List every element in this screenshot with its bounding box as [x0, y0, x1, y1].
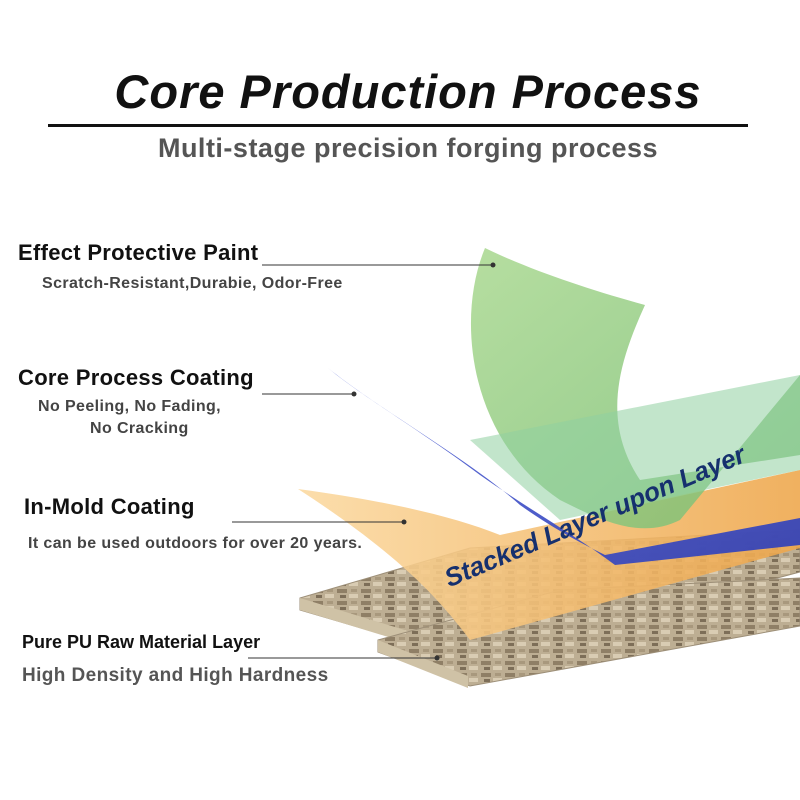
layer-desc-in-mold: It can be used outdoors for over 20 year…: [28, 535, 363, 552]
layer-desc-pu: High Density and High Hardness: [22, 665, 329, 686]
leader-dot-inmold: [401, 519, 407, 525]
core-coating-layer-shape: [328, 368, 800, 565]
layer-desc-core-coating-line2: No Cracking: [90, 420, 189, 437]
layer-title-pu: Pure PU Raw Material Layer: [22, 632, 261, 652]
layer-title-protective-paint: Effect Protective Paint: [18, 240, 259, 265]
leader-dot-core: [351, 391, 357, 397]
page-title: Core Production Process: [114, 65, 702, 118]
layer-desc-protective-paint: Scratch-Resistant,Durabie, Odor-Free: [42, 275, 343, 292]
layer-title-core-coating: Core Process Coating: [18, 365, 254, 390]
title-underline: [48, 124, 748, 127]
layer-desc-core-coating-line1: No Peeling, No Fading,: [38, 398, 222, 415]
layer-title-in-mold: In-Mold Coating: [24, 494, 195, 519]
leader-dot-pu: [434, 655, 440, 661]
pu-layer-edge-lower: [378, 640, 468, 688]
protective-paint-top-sheet: [470, 375, 800, 520]
page-subtitle: Multi-stage precision forging process: [157, 133, 659, 163]
leader-dot-paint: [490, 262, 496, 268]
